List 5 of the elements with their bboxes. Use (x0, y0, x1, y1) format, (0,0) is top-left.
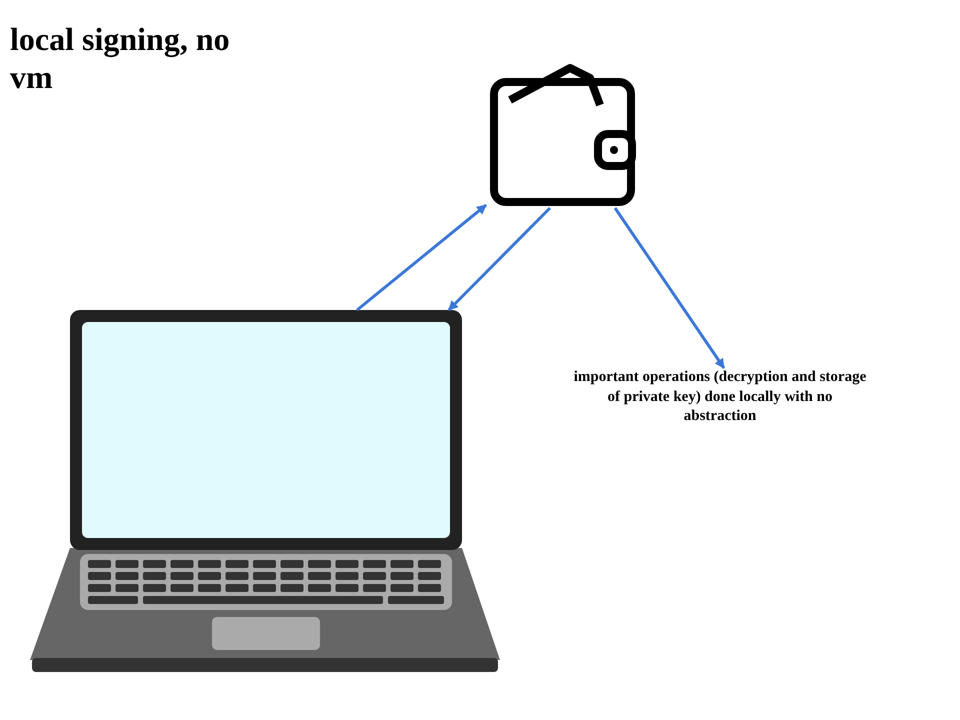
arrow (356, 204, 487, 312)
title: local signing, no vm (10, 20, 231, 97)
arrow (448, 206, 552, 312)
arrow (614, 207, 726, 369)
note-text: important operations (decryption and storage of private key) done locally with no abstraction (572, 368, 868, 426)
